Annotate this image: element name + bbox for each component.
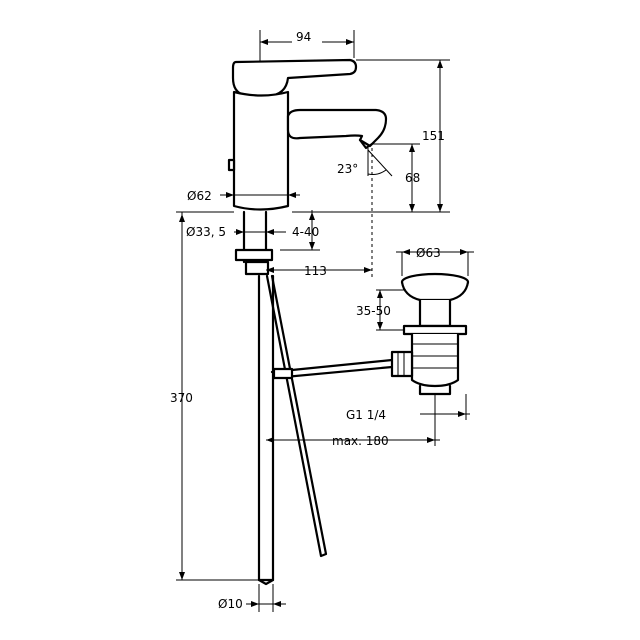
faucet-body (232, 90, 290, 211)
label-body-diameter: Ø62 (187, 189, 212, 203)
faucet-spout (286, 108, 388, 148)
label-spout-reach: 113 (304, 264, 327, 278)
faucet-side-knob (227, 158, 236, 172)
faucet-lever (231, 58, 358, 98)
waste-side-port (390, 350, 414, 378)
label-waste-diameter: Ø63 (416, 246, 441, 260)
label-lever-width: 94 (296, 30, 311, 44)
waste-flange (402, 324, 468, 336)
fixing-nut (234, 248, 274, 262)
dimension-lines (176, 30, 474, 612)
dimension-labels: 94 151 23° 68 Ø62 Ø33, 5 4-40 113 Ø63 35… (170, 30, 445, 611)
label-spout-height: 68 (405, 171, 420, 185)
supply-hose (257, 274, 275, 586)
label-spout-angle: 23° (337, 162, 358, 176)
faucet (227, 58, 388, 276)
label-rod-max: max. 180 (332, 434, 389, 448)
waste-tail (418, 298, 452, 328)
waste-outlet (418, 384, 452, 396)
waste-plug-cap (400, 280, 470, 302)
faucet-aerator (358, 138, 374, 150)
fixing-washer (244, 260, 270, 276)
label-hole-diameter: Ø33, 5 (186, 225, 226, 239)
label-hose-diameter: Ø10 (218, 597, 243, 611)
label-total-height: 151 (422, 129, 445, 143)
waste-body (410, 332, 460, 388)
waste-body-ridges (412, 343, 458, 369)
label-waste-range: 35-50 (356, 304, 391, 318)
label-hose-length: 370 (170, 391, 193, 405)
waste-assembly (390, 272, 470, 396)
label-deck-thickness: 4-40 (292, 225, 319, 239)
popup-rod (265, 274, 394, 558)
label-waste-thread: G1 1/4 (346, 408, 386, 422)
